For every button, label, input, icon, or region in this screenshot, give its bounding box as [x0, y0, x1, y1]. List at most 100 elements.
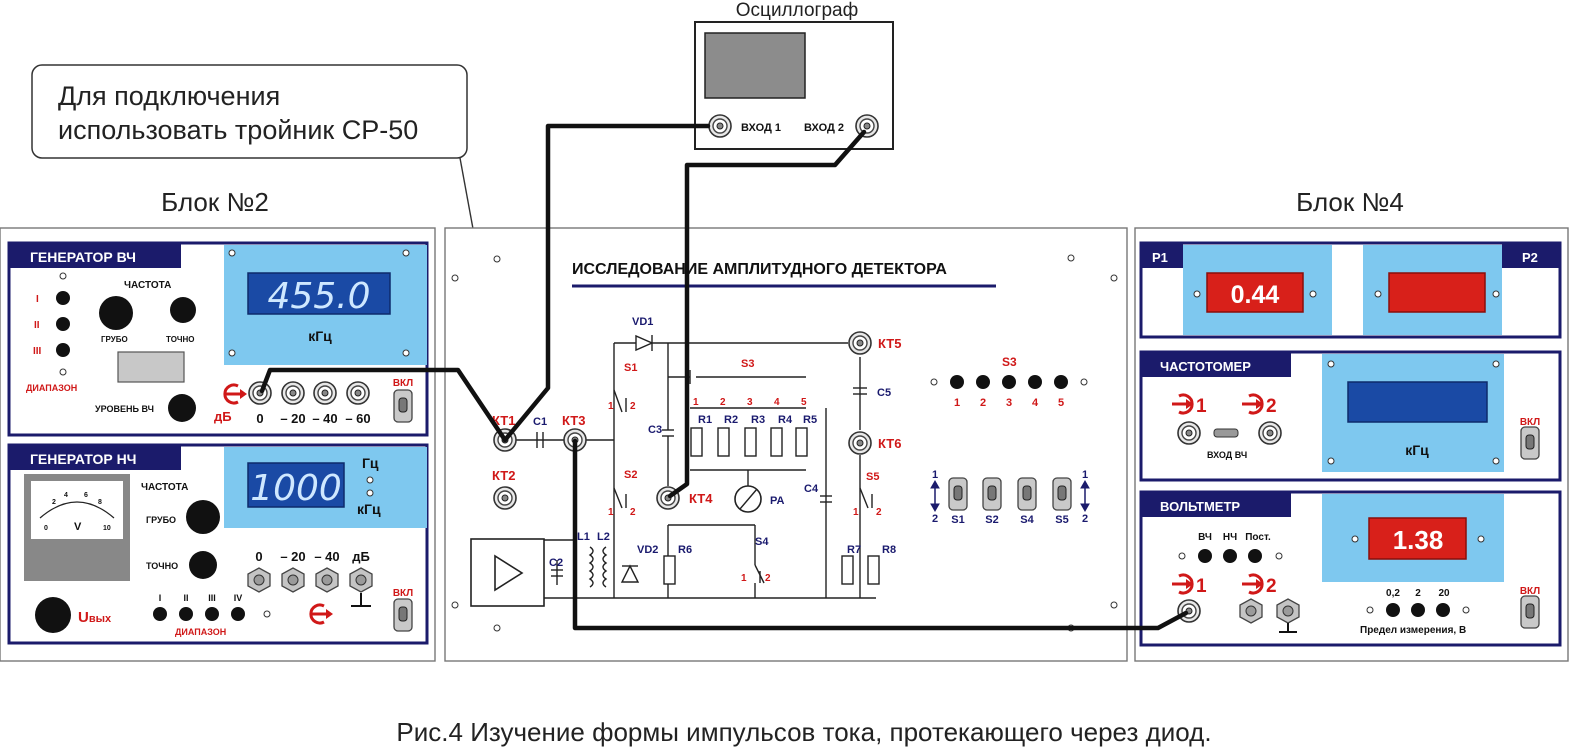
meter-tick-0: 0 [44, 525, 48, 532]
attenuator-20-bnc-icon[interactable] [281, 381, 305, 405]
callout-box [31, 64, 468, 159]
attenuator-40-bnc-icon[interactable] [313, 381, 337, 405]
generator-hf-display-value: 455.0 [267, 276, 370, 317]
s3-button-3[interactable] [1002, 375, 1016, 389]
measurement-range-label: Предел измерения, В [1360, 625, 1466, 636]
attenuator-0-connector-icon[interactable] [247, 567, 271, 593]
volt-ground-connector-icon[interactable] [1276, 598, 1300, 624]
kt5-bnc-icon[interactable] [848, 331, 872, 355]
generator-hf-unit: кГц [308, 328, 332, 344]
freq-input1-label: 1 [1196, 396, 1207, 417]
level-knob-icon[interactable] [168, 394, 196, 422]
s1-label: S1 [624, 362, 637, 374]
mode-button-lf[interactable] [1223, 549, 1237, 563]
lf-range-button-2[interactable] [179, 607, 193, 621]
s3-circuit-label: S3 [741, 358, 754, 370]
volt-input2-connector-icon[interactable] [1239, 598, 1263, 624]
unit-khz-indicator [366, 489, 374, 497]
attenuator-0-bnc-icon[interactable] [248, 381, 272, 405]
range-button-2[interactable] [1411, 603, 1425, 617]
frequency-meter-unit: кГц [1405, 442, 1429, 458]
s3-contact-2: 2 [720, 397, 726, 408]
kt6-bnc-icon[interactable] [848, 431, 872, 455]
volt-power-toggle-icon[interactable] [1520, 595, 1540, 629]
frequency-label: ЧАСТОТА [141, 482, 188, 493]
kt2-label: КТ2 [492, 468, 515, 483]
s3-contact-3: 3 [747, 397, 753, 408]
s3-button-label-4: 4 [1032, 397, 1039, 409]
generator-hf: ГЕНЕРАТОР ВЧ 455.0 кГц I II III ДИАПАЗОН… [7, 241, 429, 437]
freq-power-toggle-icon[interactable] [1520, 426, 1540, 460]
resistor-r2 [717, 427, 730, 457]
r1-label: R1 [698, 414, 712, 426]
freq-input1-bnc-icon[interactable] [1177, 421, 1201, 445]
freq-power-label: ВКЛ [1520, 417, 1540, 428]
meter-tick-8: 8 [98, 499, 102, 506]
attenuator-label-40: – 40 [314, 549, 339, 564]
attenuator-40-connector-icon[interactable] [315, 567, 339, 593]
lf-range-button-3[interactable] [205, 607, 219, 621]
generator-hf-display [247, 272, 391, 315]
s3-button-1[interactable] [950, 375, 964, 389]
range-mark-2: II [34, 320, 40, 331]
r6-label: R6 [678, 544, 692, 556]
toggle-s4-icon[interactable] [1017, 477, 1037, 511]
s4-pos1: 1 [741, 573, 747, 584]
frequency-meter: ЧАСТОТОМЕР кГц 1 2 ВХОД ВЧ ВКЛ [1139, 350, 1562, 482]
mode-button-dc[interactable] [1248, 549, 1262, 563]
attenuator-60-bnc-icon[interactable] [346, 381, 370, 405]
attenuator-db-connector-icon[interactable] [349, 567, 373, 593]
resistor-r5 [795, 427, 808, 457]
range-button-2[interactable] [56, 317, 70, 331]
s3-button-label-5: 5 [1058, 397, 1064, 409]
power-toggle-hf-icon[interactable] [393, 389, 413, 423]
coarse-knob-icon[interactable] [99, 296, 133, 330]
toggle-pos1-left: 1 [932, 469, 938, 481]
kt1-label: КТ1 [492, 413, 515, 428]
s3-button-5[interactable] [1054, 375, 1068, 389]
unit-hz-label: Гц [362, 455, 379, 471]
lf-range-button-4[interactable] [231, 607, 245, 621]
lf-range-button-1[interactable] [153, 607, 167, 621]
attenuator-20-connector-icon[interactable] [281, 567, 305, 593]
input1-label: ВХОД 1 [741, 122, 781, 134]
input1-bnc-icon[interactable] [708, 114, 732, 138]
freq-input2-bnc-icon[interactable] [1258, 421, 1282, 445]
attenuator-label-60: – 60 [345, 411, 370, 426]
toggle-s5-icon[interactable] [1052, 477, 1072, 511]
frequency-label: ЧАСТОТА [124, 280, 171, 291]
uout-knob-icon[interactable] [35, 597, 71, 633]
volt-input1-bnc-icon[interactable] [1177, 599, 1201, 623]
block4-panel: P1 P2 0.44 ЧАСТОТОМЕР кГц 1 2 [1134, 227, 1569, 662]
power-toggle-lf-icon[interactable] [393, 598, 413, 632]
toggle-s1-icon[interactable] [948, 477, 968, 511]
s3-button-4[interactable] [1028, 375, 1042, 389]
r7-label: R7 [847, 544, 861, 556]
s2-pos2: 2 [630, 507, 636, 518]
s4-pos2: 2 [765, 573, 771, 584]
kt5-label: КТ5 [878, 336, 901, 351]
fine-knob-icon[interactable] [170, 297, 196, 323]
r2-label: R2 [724, 414, 738, 426]
circuit-wires [516, 334, 876, 599]
volt-power-label: ВКЛ [1520, 586, 1540, 597]
fine-knob-icon[interactable] [189, 551, 217, 579]
cable-kt1-to-input1 [502, 123, 711, 443]
callout-line2: использовать тройник СР-50 [58, 115, 418, 145]
range-mark-1: I [36, 294, 39, 305]
mode-button-hf[interactable] [1198, 549, 1212, 563]
coarse-knob-icon[interactable] [186, 500, 220, 534]
diode-vd2-icon [620, 564, 640, 583]
ground-icon [351, 593, 371, 607]
kt2-bnc-icon[interactable] [493, 486, 517, 510]
range-button-20[interactable] [1436, 603, 1450, 617]
input2-bnc-icon[interactable] [855, 114, 879, 138]
range-button-0-2[interactable] [1386, 603, 1400, 617]
freq-input-selector[interactable] [1213, 428, 1239, 438]
s3-button-2[interactable] [976, 375, 990, 389]
r3-label: R3 [751, 414, 765, 426]
range-button-3[interactable] [56, 343, 70, 357]
range-button-1[interactable] [56, 291, 70, 305]
s2-label: S2 [624, 469, 637, 481]
toggle-s2-icon[interactable] [982, 477, 1002, 511]
